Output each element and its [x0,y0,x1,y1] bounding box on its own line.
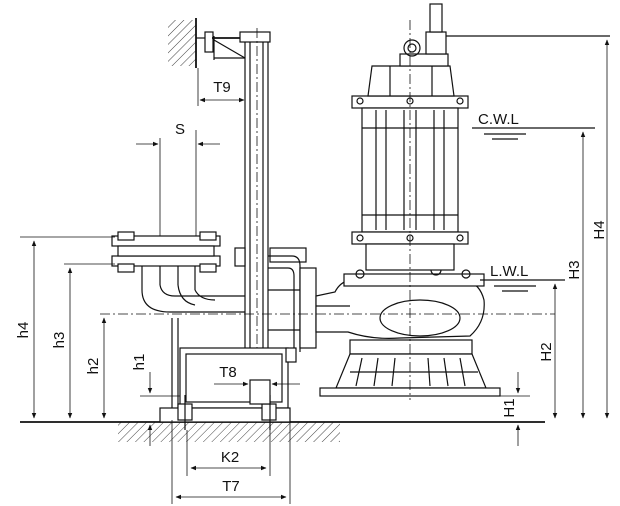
dimension-T7 [171,420,291,504]
label-t8: T8 [219,364,237,381]
dimension-H1 [490,372,530,446]
label-h4-lower: h4 [15,322,32,339]
pump-body [100,3,610,400]
lwl-mark [480,279,565,292]
coupling-bracket [234,247,317,363]
label-s: S [175,121,185,138]
discharge-pipe [111,130,245,408]
dimension-T9 [197,68,245,106]
label-h2-lower: h2 [85,358,102,375]
label-lwl: L.W.L [490,263,528,280]
guide-rail [244,28,269,400]
cwl-mark [472,127,595,140]
label-t9: T9 [213,79,231,96]
label-h2-upper: H2 [538,342,555,361]
dimension-H4 [446,35,610,419]
dimension-K2 [186,430,271,476]
label-cwl: C.W.L [478,111,519,128]
duckfoot-base [159,347,291,430]
top-bracket [212,31,271,60]
label-h1-lower: h1 [131,354,148,371]
top-wall [168,18,214,68]
label-h4-upper: H4 [591,220,608,239]
label-h1-upper: H1 [501,398,518,417]
dimension-h3 [64,263,115,419]
dimension-h4 [20,236,115,419]
label-k2: K2 [221,449,239,466]
label-h3-upper: H3 [566,260,583,279]
label-t7: T7 [222,478,240,495]
dimension-h1 [140,372,180,446]
ground [20,421,545,442]
label-h3-lower: h3 [51,332,68,349]
